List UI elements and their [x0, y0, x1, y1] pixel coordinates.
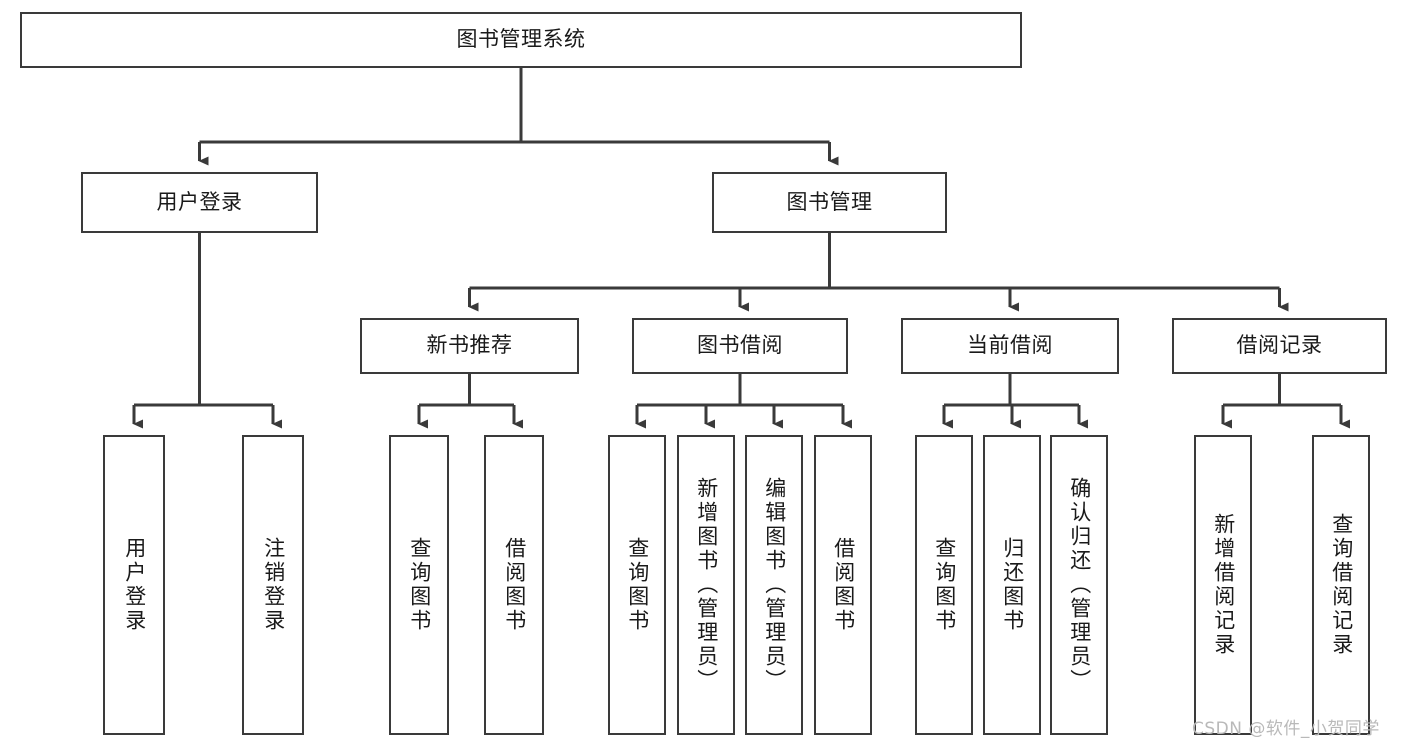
node-leaf-user-logout[interactable]: 注销登录: [242, 435, 304, 735]
node-borrow-record[interactable]: 借阅记录: [1172, 318, 1387, 374]
node-label: 用户登录: [122, 537, 147, 633]
node-label: 用户登录: [156, 189, 243, 214]
node-leaf-cur-query[interactable]: 查询图书: [915, 435, 973, 735]
node-label: 编辑图书（管理员）: [762, 477, 787, 693]
node-label: 新书推荐: [426, 333, 513, 358]
node-leaf-borrow-add[interactable]: 新增图书（管理员）: [677, 435, 735, 735]
node-label: 图书管理: [786, 189, 873, 214]
node-leaf-rec-add[interactable]: 新增借阅记录: [1194, 435, 1252, 735]
node-label: 查询借阅记录: [1329, 513, 1354, 657]
node-current-borrow[interactable]: 当前借阅: [901, 318, 1119, 374]
node-label: 查询图书: [932, 537, 957, 633]
node-label: 借阅记录: [1236, 333, 1323, 358]
node-leaf-rec-query[interactable]: 查询图书: [389, 435, 449, 735]
node-label: 借阅图书: [831, 537, 856, 633]
node-leaf-cur-return[interactable]: 归还图书: [983, 435, 1041, 735]
node-user-login[interactable]: 用户登录: [81, 172, 318, 233]
node-label: 图书管理系统: [456, 27, 586, 52]
node-label: 图书借阅: [697, 333, 783, 358]
node-label: 查询图书: [407, 537, 432, 633]
node-leaf-cur-confirm[interactable]: 确认归还（管理员）: [1050, 435, 1108, 735]
node-leaf-borrow-query[interactable]: 查询图书: [608, 435, 666, 735]
node-label: 借阅图书: [502, 537, 527, 633]
node-label: 新增图书（管理员）: [694, 477, 719, 693]
node-label: 当前借阅: [967, 333, 1053, 358]
node-leaf-rec-search[interactable]: 查询借阅记录: [1312, 435, 1370, 735]
node-book-borrow[interactable]: 图书借阅: [632, 318, 848, 374]
node-leaf-borrow-edit[interactable]: 编辑图书（管理员）: [745, 435, 803, 735]
node-leaf-rec-borrow[interactable]: 借阅图书: [484, 435, 544, 735]
node-label: 新增借阅记录: [1211, 513, 1236, 657]
node-leaf-borrow-lend[interactable]: 借阅图书: [814, 435, 872, 735]
node-leaf-user-login[interactable]: 用户登录: [103, 435, 165, 735]
node-root[interactable]: 图书管理系统: [20, 12, 1022, 68]
node-label: 查询图书: [625, 537, 650, 633]
node-book-manage[interactable]: 图书管理: [712, 172, 947, 233]
node-label: 确认归还（管理员）: [1067, 477, 1092, 693]
node-label: 归还图书: [1000, 537, 1025, 633]
node-new-book-rec[interactable]: 新书推荐: [360, 318, 579, 374]
node-label: 注销登录: [261, 537, 286, 633]
